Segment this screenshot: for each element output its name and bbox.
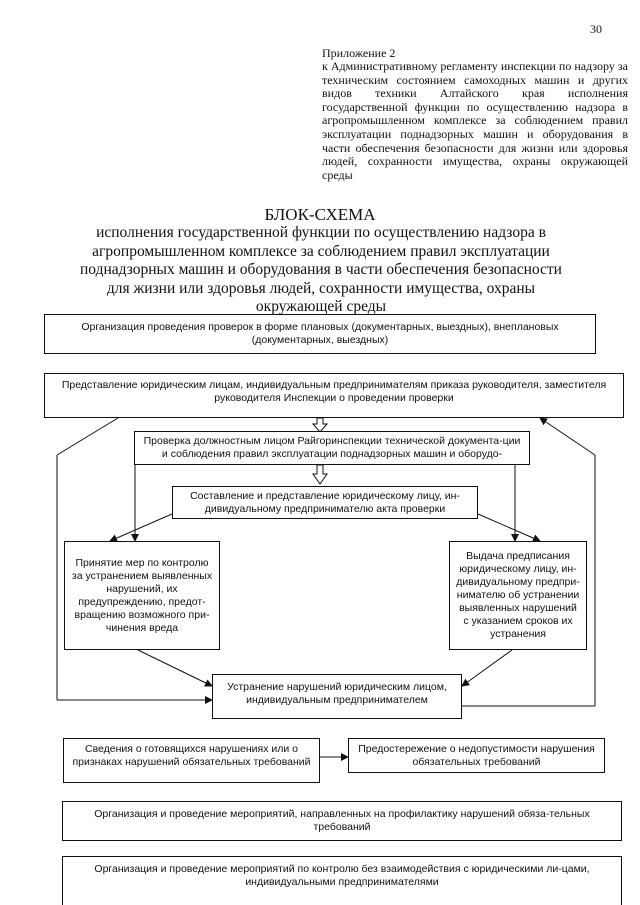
box-control-measures: Организация и проведение мероприятий по … [62, 856, 622, 905]
box-inspection-of-documentation: Проверка должностным лицом Райгоринспекц… [134, 431, 530, 465]
document-subtitle: исполнения государственной функции по ос… [80, 224, 562, 316]
arrow-act-to-measures [109, 513, 173, 542]
box-prevention-measures: Организация и проведение мероприятий, на… [62, 801, 622, 841]
hollow-arrow-down [311, 417, 329, 433]
hollow-arrow-down [312, 464, 328, 485]
box-issuing-order: Выдача предписания юридическому лицу, ин… [449, 541, 587, 650]
appendix-text: к Административному регламенту инспекции… [322, 59, 628, 182]
arrow-measures-to-elimination [137, 649, 213, 687]
box-violation-information: Сведения о готовящихся нарушениях или о … [63, 738, 320, 783]
arrow-order-to-elimination [461, 649, 513, 687]
box-elimination-of-violations: Устранение нарушений юридическим лицом, … [212, 674, 462, 719]
page-number: 30 [590, 22, 602, 36]
appendix-title: Приложение 2 [322, 46, 396, 60]
box-warning: Предостережение о недопустимости нарушен… [348, 738, 605, 773]
box-notification-of-inspection: Представление юридическим лицам, индивид… [44, 373, 624, 418]
box-measures-against-violations: Принятие мер по контролю за устранением … [64, 541, 220, 650]
document-heading: БЛОК-СХЕМА [264, 205, 376, 224]
right-feedback-arrow [539, 417, 596, 456]
box-organization-of-inspections: Организация проведения проверок в форме … [44, 314, 596, 354]
arrow-act-to-order [477, 513, 541, 542]
box-inspection-act: Составление и представление юридическому… [172, 486, 478, 519]
left-feedback-line [56, 417, 119, 456]
